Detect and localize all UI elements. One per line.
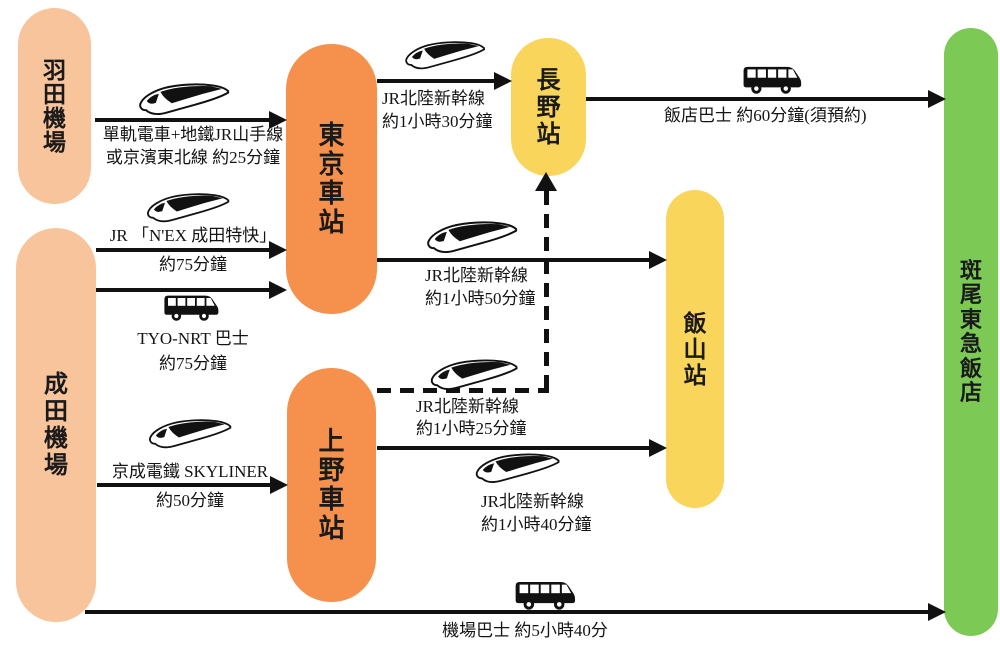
station-nagano: 長野站: [511, 38, 586, 176]
bus-icon: [514, 578, 578, 611]
arrow-ueno-nagano-dashed-vertical: [544, 191, 549, 388]
hotel-label: 斑尾東急飯店: [959, 257, 982, 405]
route-label-line: 約1小時40分鐘: [481, 515, 592, 534]
station-tokyo-label: 東京車站: [318, 120, 345, 237]
train-icon: [426, 220, 518, 255]
train-icon: [148, 418, 232, 450]
arrowhead: [270, 476, 288, 494]
station-narita-label: 成田機場: [44, 371, 68, 479]
route-label-line: 約1小時25分鐘: [416, 419, 527, 438]
route-label-ueno-nagano: JR北陸新幹線 約1小時25分鐘: [416, 396, 527, 440]
station-tokyo: 東京車站: [286, 44, 377, 314]
station-narita-airport: 成田機場: [16, 228, 96, 622]
route-label-narita-hotel: 機場巴士 約5小時40分: [420, 619, 630, 642]
arrowhead: [269, 281, 287, 299]
route-label-line: 約1小時30分鐘: [382, 112, 493, 131]
route-label-narita-tokyo-nex-name: JR 「N'EX 成田特快」: [95, 224, 291, 247]
arrow-narita-tokyo-bus: [96, 288, 269, 292]
route-label-line: 約75分鐘: [159, 255, 227, 274]
route-label-ueno-iiyama: JR北陸新幹線 約1小時40分鐘: [481, 490, 592, 536]
station-haneda-airport: 羽田機場: [18, 8, 91, 204]
route-label-line: 飯店巴士 約60分鐘(須預約): [664, 106, 867, 125]
route-label-narita-tokyo-bus: TYO-NRT 巴士 約75分鐘: [95, 326, 291, 376]
arrowhead: [649, 251, 667, 269]
station-ueno-label: 上野車站: [318, 426, 345, 543]
route-label-line: JR北陸新幹線: [481, 492, 584, 511]
route-label-line: JR 「N'EX 成田特快」: [109, 226, 277, 245]
route-label-line: TYO-NRT 巴士: [137, 329, 249, 348]
station-iiyama: 飯山站: [666, 190, 724, 508]
route-label-narita-ueno-time: 約50分鐘: [100, 489, 280, 512]
station-haneda-label: 羽田機場: [43, 57, 66, 155]
train-icon: [404, 40, 486, 71]
train-icon: [138, 82, 230, 117]
route-label-line: 約50分鐘: [156, 491, 224, 510]
train-icon: [146, 192, 230, 224]
bus-icon: [163, 292, 221, 322]
arrow-nagano-hotel: [586, 97, 928, 101]
station-iiyama-label: 飯山站: [683, 310, 707, 388]
route-label-line: 約1小時50分鐘: [425, 289, 536, 308]
arrowhead-up: [535, 172, 557, 191]
arrow-tokyo-iiyama: [377, 258, 649, 262]
arrow-narita-ueno: [97, 483, 270, 487]
arrow-narita-tokyo-nex: [96, 248, 269, 252]
station-ueno: 上野車站: [287, 368, 376, 602]
route-label-line: 約75分鐘: [159, 354, 227, 373]
arrowhead: [269, 241, 287, 259]
train-icon: [475, 452, 560, 485]
route-label-line: 或京濱東北線 約25分鐘: [105, 148, 281, 167]
route-label-line: 單軌電車+地鐵JR山手線: [102, 125, 284, 144]
route-label-tokyo-iiyama: JR北陸新幹線 約1小時50分鐘: [425, 264, 536, 310]
hotel-madarao-tokyu: 斑尾東急飯店: [944, 28, 998, 636]
route-label-line: JR北陸新幹線: [416, 397, 519, 416]
route-label-line: 機場巴士 約5小時40分: [442, 621, 608, 640]
route-label-nagano-hotel: 飯店巴士 約60分鐘(須預約): [664, 104, 867, 127]
route-label-line: JR北陸新幹線: [425, 266, 528, 285]
arrow-ueno-nagano-dashed-horizontal: [377, 388, 549, 393]
arrowhead: [928, 603, 946, 621]
arrowhead: [649, 439, 667, 457]
arrow-haneda-tokyo: [95, 118, 269, 122]
route-label-haneda-tokyo: 單軌電車+地鐵JR山手線 或京濱東北線 約25分鐘: [93, 123, 293, 169]
station-nagano-label: 長野站: [536, 66, 561, 148]
route-label-narita-tokyo-nex-time: 約75分鐘: [95, 253, 291, 276]
arrow-tokyo-nagano: [377, 79, 494, 83]
arrowhead: [928, 90, 946, 108]
route-label-narita-ueno-name: 京成電鐵 SKYLINER: [100, 460, 280, 483]
train-icon: [430, 358, 518, 392]
arrowhead: [269, 111, 287, 129]
arrow-narita-hotel: [85, 610, 928, 614]
route-label-line: 京成電鐵 SKYLINER: [111, 462, 269, 481]
bus-icon: [742, 63, 804, 95]
route-label-line: JR北陸新幹線: [382, 89, 485, 108]
arrowhead: [494, 72, 512, 90]
route-label-tokyo-nagano: JR北陸新幹線 約1小時30分鐘: [382, 87, 493, 133]
arrow-ueno-iiyama: [377, 446, 649, 450]
